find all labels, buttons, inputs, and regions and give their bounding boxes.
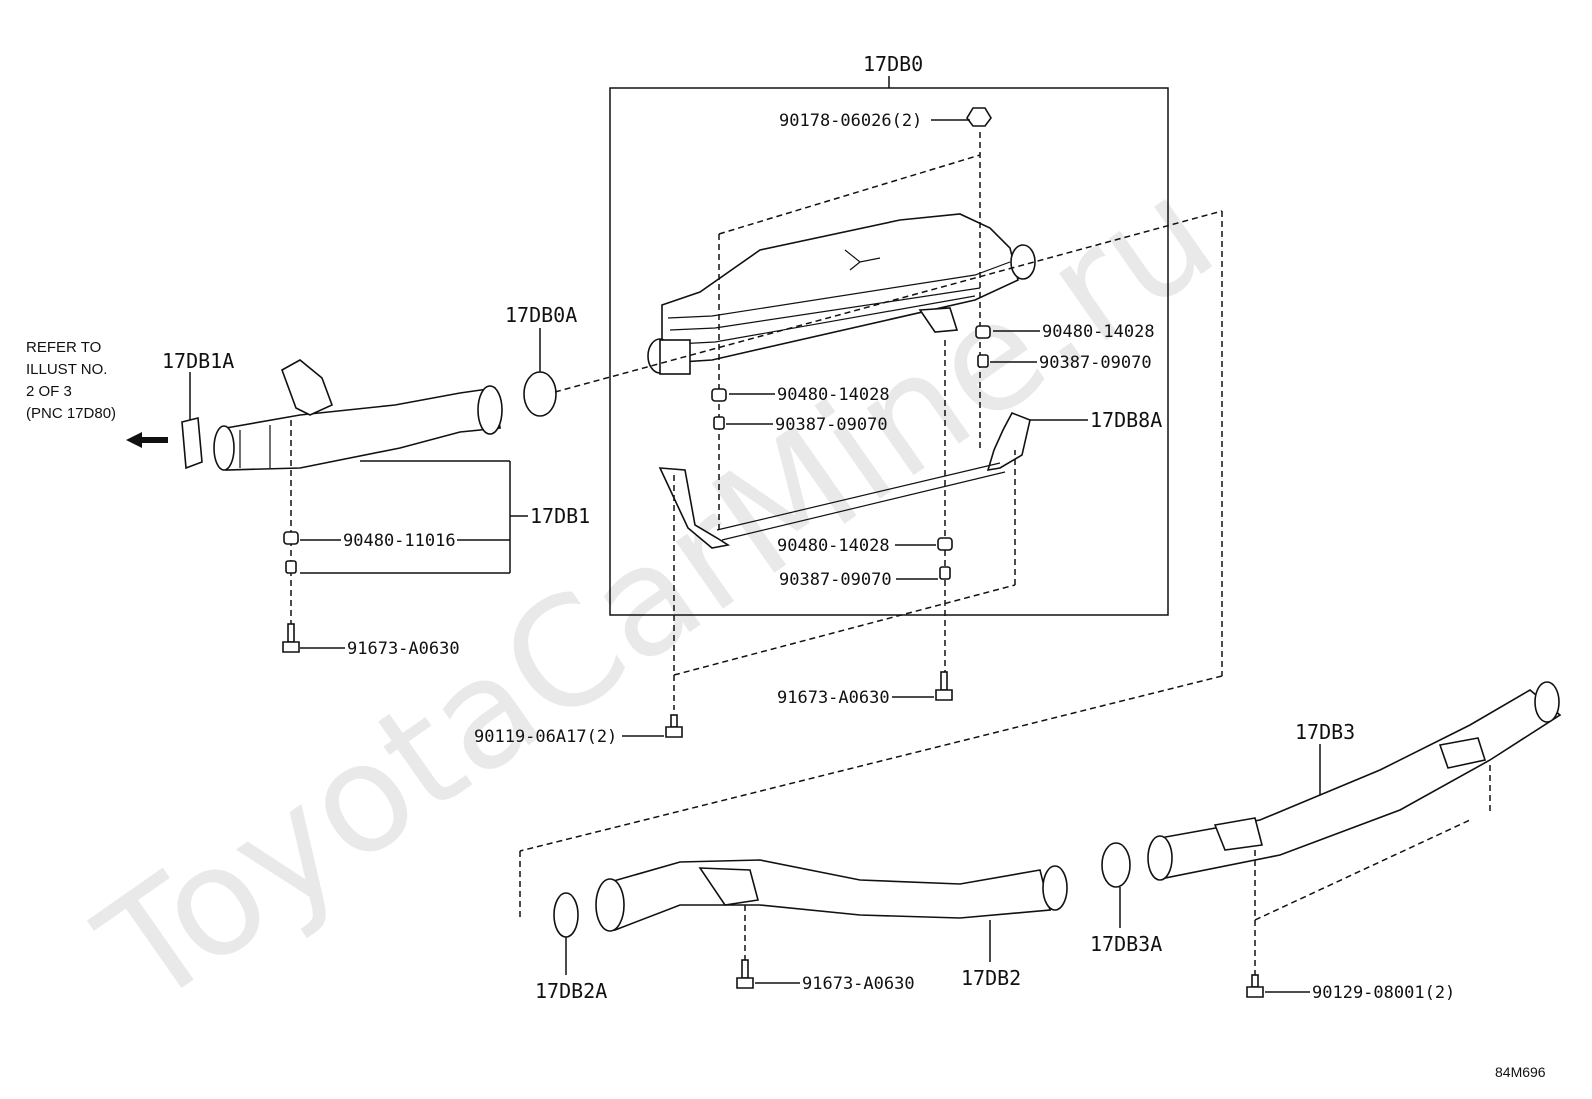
part-90119-06a17: 90119-06A17(2) <box>474 727 617 747</box>
label-17db8a: 17DB8A <box>1090 408 1162 432</box>
diagram-code: 84M696 <box>1495 1064 1546 1080</box>
clamp-17db1a <box>181 416 203 470</box>
label-17db1a: 17DB1A <box>162 349 234 373</box>
part-90480-14028-left: 90480-14028 <box>777 385 890 405</box>
intercooler <box>647 213 1036 375</box>
part-90387-09070-bottom: 90387-09070 <box>779 570 892 590</box>
part-90387-09070-right: 90387-09070 <box>1039 353 1152 373</box>
label-17db1: 17DB1 <box>530 504 590 528</box>
clamp-17db3a <box>1101 842 1131 888</box>
pipe-17db1 <box>213 359 503 471</box>
pipe-17db3 <box>1147 681 1562 881</box>
label-17db0a: 17DB0A <box>505 303 577 327</box>
pipe-17db2 <box>595 859 1068 932</box>
part-91673-a0630-bottom: 91673-A0630 <box>802 974 915 994</box>
fasteners <box>282 107 1264 998</box>
part-90480-11016: 90480-11016 <box>343 531 456 551</box>
refer-note-line-1: REFER TO <box>26 339 101 356</box>
label-leaders <box>189 119 1321 993</box>
dashed-leaders <box>290 132 1491 980</box>
refer-note-line-4: (PNC 17D80) <box>26 405 116 422</box>
bracket-17db8a <box>658 411 1031 549</box>
part-91673-a0630-left: 91673-A0630 <box>347 639 460 659</box>
label-17db0: 17DB0 <box>863 52 923 76</box>
part-90178-06026: 90178-06026(2) <box>779 111 922 131</box>
label-17db3a: 17DB3A <box>1090 932 1162 956</box>
part-90387-09070-left: 90387-09070 <box>775 415 888 435</box>
part-90480-14028-right: 90480-14028 <box>1042 322 1155 342</box>
part-90129-08001: 90129-08001(2) <box>1312 983 1455 1003</box>
label-17db2: 17DB2 <box>961 966 1021 990</box>
label-17db3: 17DB3 <box>1295 720 1355 744</box>
refer-note-line-2: ILLUST NO. <box>26 361 107 378</box>
label-17db2a: 17DB2A <box>535 979 607 1003</box>
clamp-17db0a <box>523 371 557 417</box>
refer-arrow <box>126 432 168 448</box>
part-90480-14028-bottom: 90480-14028 <box>777 536 890 556</box>
refer-note-line-3: 2 OF 3 <box>26 383 72 400</box>
part-91673-a0630-mid: 91673-A0630 <box>777 688 890 708</box>
clamp-17db2a <box>553 892 579 938</box>
